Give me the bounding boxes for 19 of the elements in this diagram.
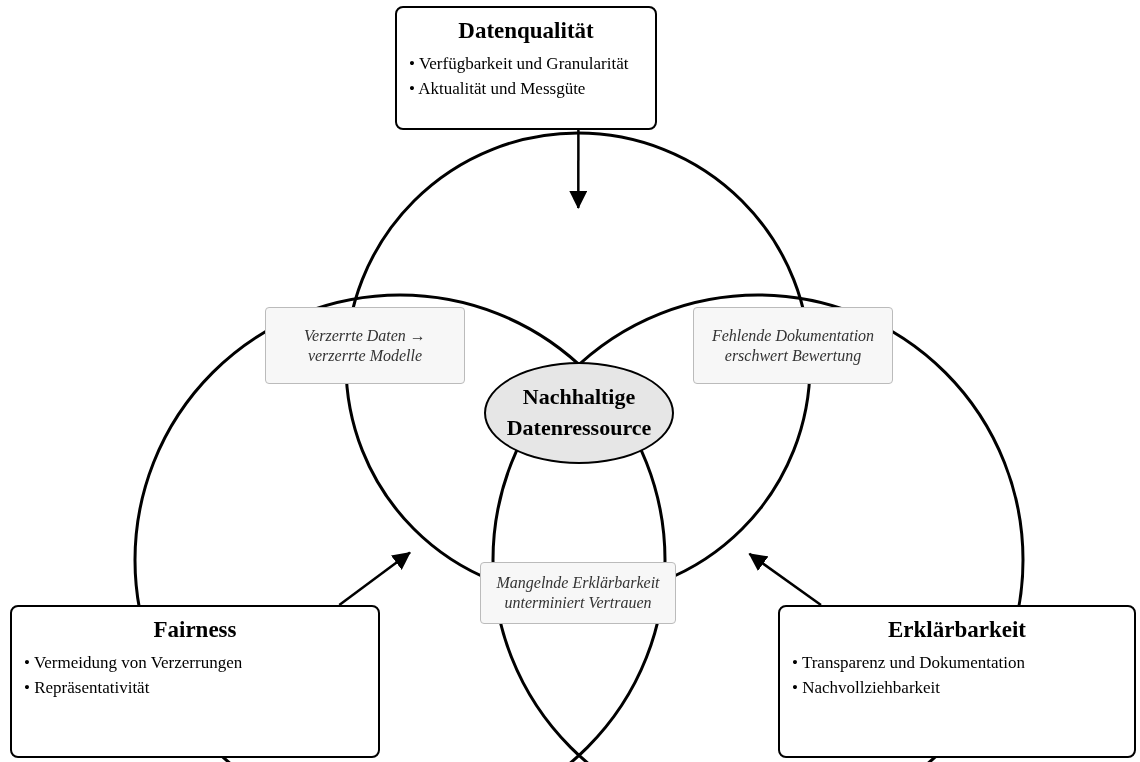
bullet-text: • Transparenz und Dokumentation [792, 653, 1027, 673]
note-text: Fehlende Dokumentation erschwert Bewertung [710, 325, 876, 366]
center-label: Nachhaltige Datenressource [505, 383, 653, 442]
bullet-text: • Aktualität und Messgüte [409, 79, 587, 99]
category-box [395, 6, 657, 130]
bullet-text: • Nachvollziehbarkeit [792, 678, 942, 698]
category-box [10, 605, 380, 758]
note-text: Verzerrte Daten → verzerrte Modelle [303, 325, 427, 366]
bullet-text: • Verfügbarkeit und Granularität [409, 54, 630, 74]
category-box [778, 605, 1136, 758]
box-heading: Erklärbarkeit [887, 617, 1027, 643]
arrow [338, 551, 411, 606]
box-heading: Datenqualität [457, 18, 595, 44]
bullet-text: • Vermeidung von Verzerrungen [24, 653, 244, 673]
box-heading: Fairness [152, 617, 238, 643]
note-text: Mangelnde Erklärbarkeit unterminiert Vertrauen [495, 573, 661, 613]
bullet-text: • Repräsentativität [24, 678, 151, 698]
arrow [748, 552, 822, 606]
arrow [569, 130, 588, 209]
